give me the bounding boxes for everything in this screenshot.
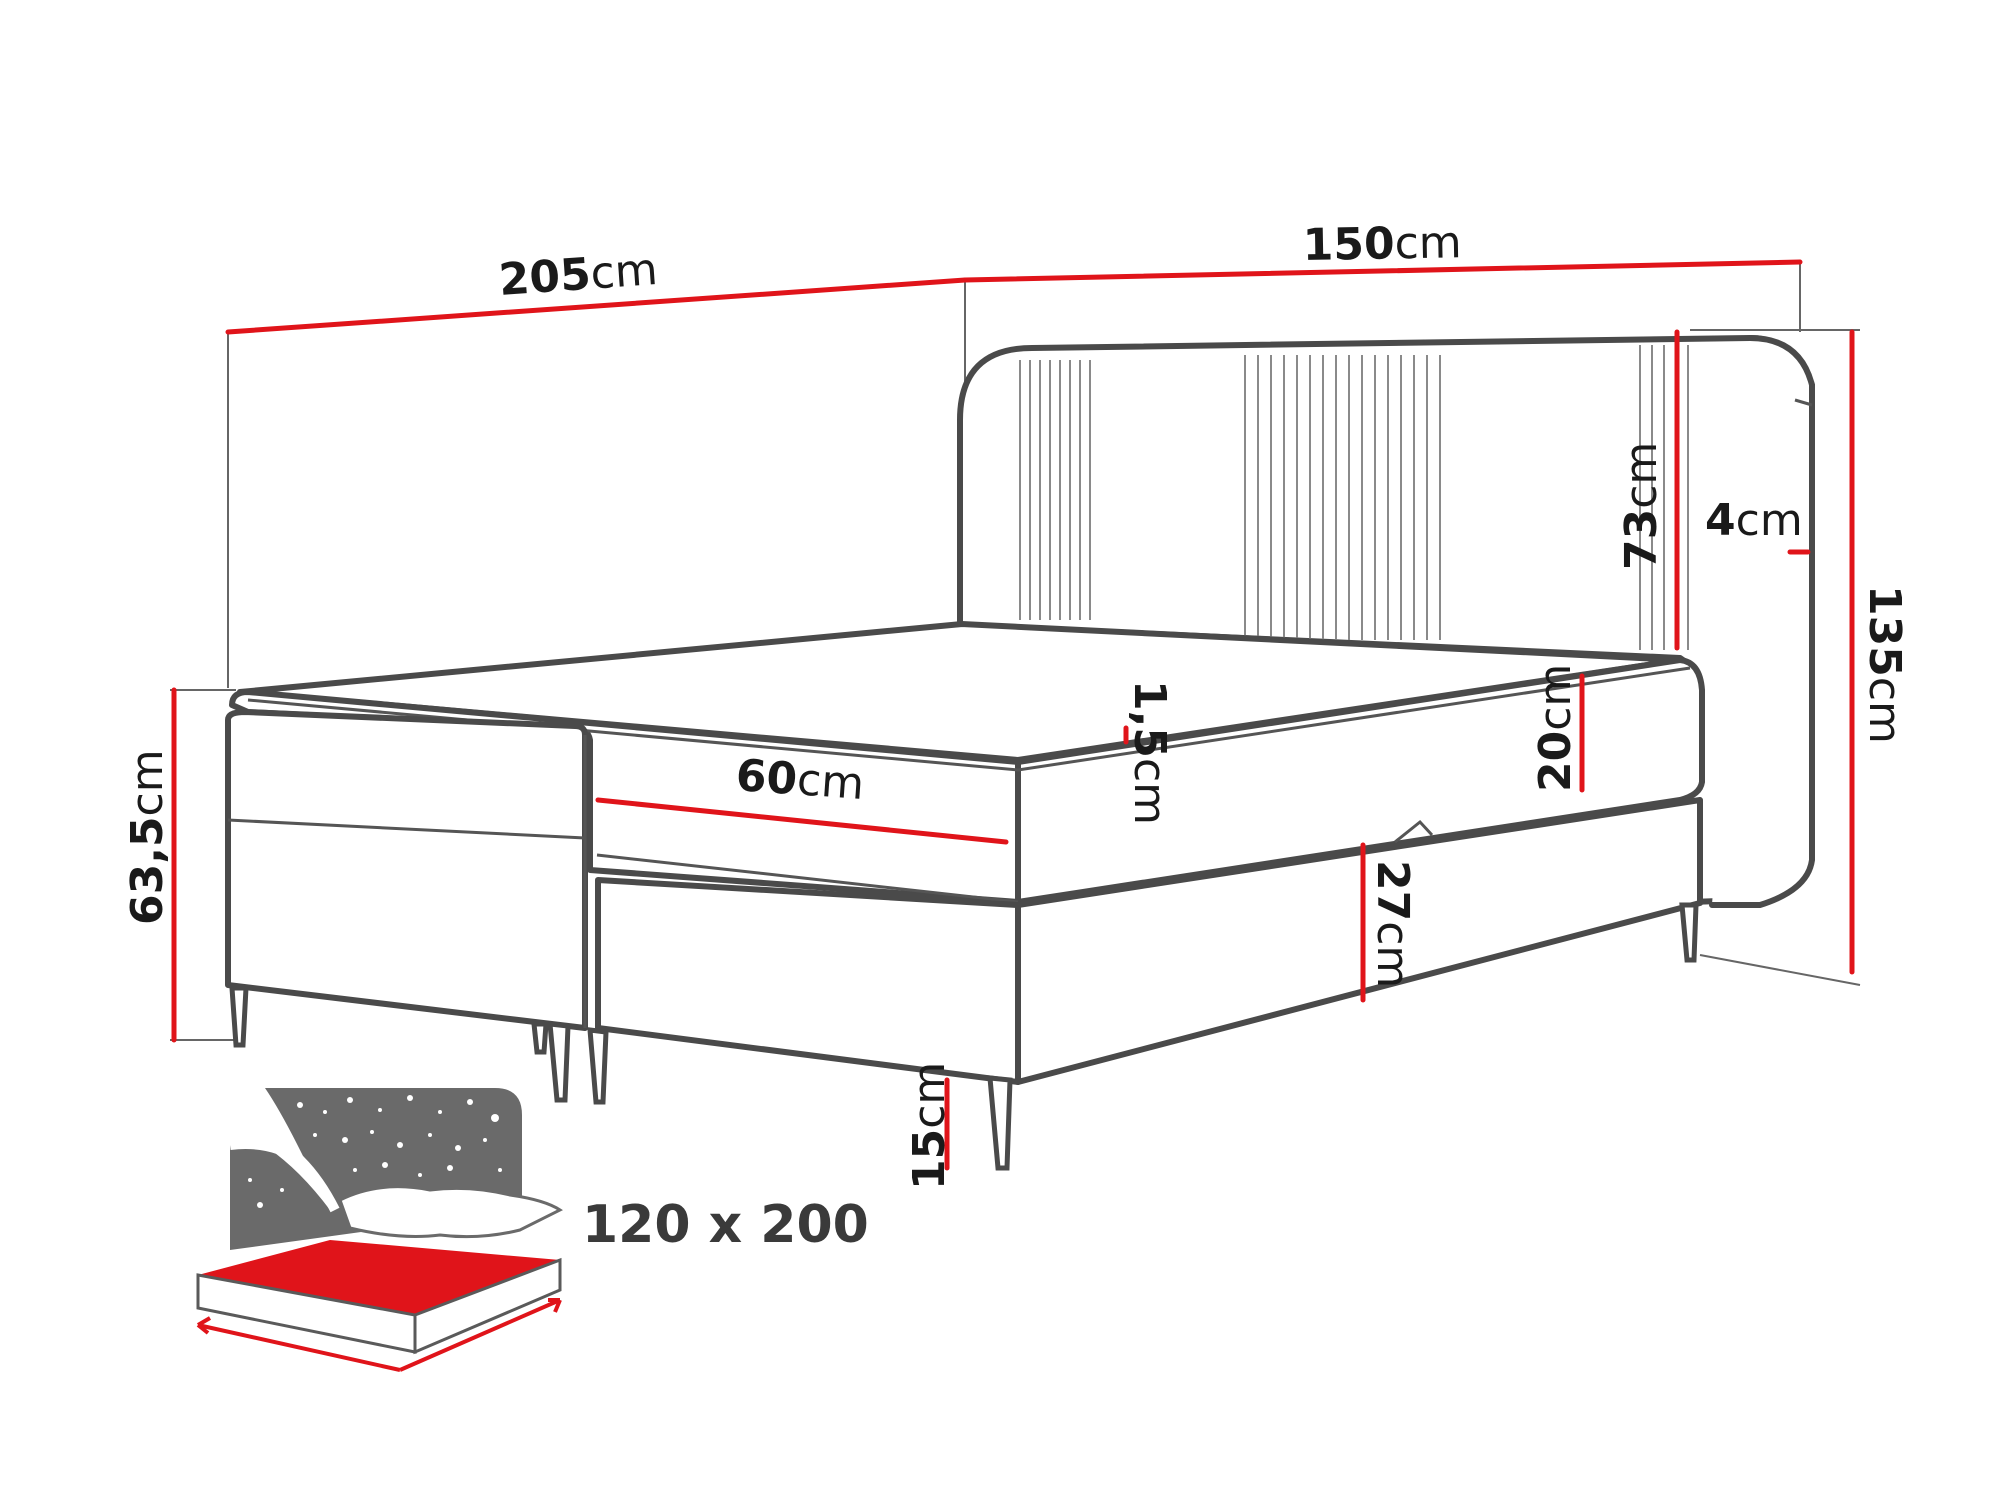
label-headboard: 73cm [1616, 442, 1667, 570]
mattress-top-icon [198, 1240, 560, 1315]
stars-icon [248, 1095, 502, 1208]
label-width: 150cm [1302, 217, 1462, 271]
sleeping-area-label: 120 x 200 [582, 1195, 869, 1255]
dim-length-line [225, 277, 968, 335]
headboard-ribs-center [1244, 355, 1441, 640]
dim-width-line [962, 259, 1803, 283]
label-box: 27cm [1367, 860, 1418, 988]
dim-labels: 205cm 150cm 73cm 4cm 135cm 63,5cm 1,5cm … [122, 217, 1910, 1190]
label-total-height: 135cm [1859, 585, 1910, 744]
label-storage: 60cm [734, 750, 866, 810]
label-topper: 1,5cm [1124, 680, 1175, 825]
label-mattress: 20cm [1530, 664, 1581, 792]
area-arrow-length [197, 1323, 401, 1372]
label-base-height: 63,5cm [122, 749, 173, 925]
pillow-icon [338, 1185, 563, 1239]
headboard-ribs-left [1019, 360, 1091, 620]
area-arrow-width [399, 1298, 561, 1372]
label-length: 205cm [497, 244, 659, 306]
label-leg: 15cm [904, 1062, 955, 1190]
dim-lines [171, 259, 1855, 1171]
sleeping-area-icon: 120 x 200 [196, 1088, 869, 1372]
legs [229, 902, 1699, 1171]
label-thickness: 4cm [1705, 495, 1803, 546]
box-base [225, 709, 1703, 1085]
dim-storage-line [595, 797, 1009, 845]
headboard [957, 335, 1815, 908]
